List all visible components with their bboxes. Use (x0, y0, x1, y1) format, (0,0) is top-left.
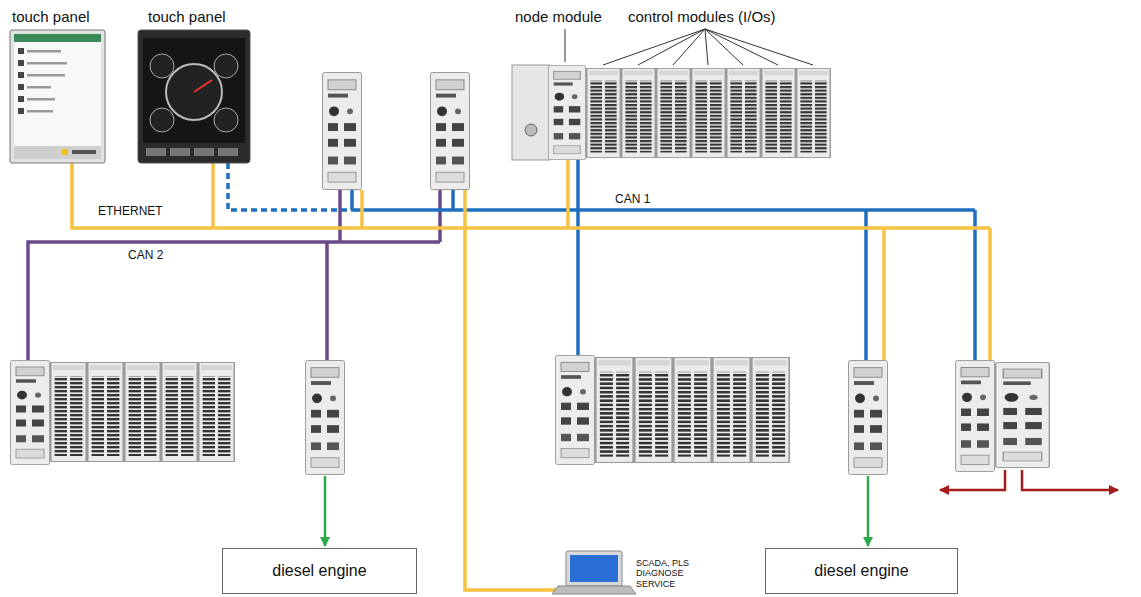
gauge (214, 108, 238, 132)
bus-name: CAN 1 (615, 193, 650, 207)
leader-line (705, 29, 708, 65)
output-arrow (1022, 470, 1118, 490)
can1-wire (973, 210, 977, 360)
callout-label: control modules (I/Os) (628, 8, 776, 25)
node-text: diesel engine (272, 562, 366, 580)
io-module (674, 358, 711, 463)
gauge (150, 108, 174, 132)
io-module (752, 358, 789, 463)
panel-screen (14, 34, 101, 146)
can1-wire (576, 160, 580, 355)
leader-line (638, 29, 705, 65)
engine-link-arrow (324, 476, 327, 546)
output-arrow (940, 470, 1005, 490)
gauge (150, 54, 174, 78)
panel-key (62, 149, 68, 155)
can2-wire (338, 190, 342, 242)
panel-frame (138, 30, 250, 163)
io-module (727, 68, 761, 157)
io-module (51, 363, 86, 462)
ethernet-wire (72, 163, 990, 228)
can1-wire (350, 190, 354, 210)
io-module (762, 68, 796, 157)
engine-link-arrow (867, 476, 870, 546)
leader-line (705, 29, 813, 65)
ethernet-wire (360, 190, 364, 228)
can2-wire (28, 242, 440, 360)
ethernet-wire (988, 228, 992, 360)
io-module (162, 363, 197, 462)
leader-line (673, 29, 705, 65)
panel-footer (14, 146, 101, 159)
callout-label: node module (515, 8, 602, 25)
panel-key (72, 150, 96, 154)
controller-module (306, 360, 345, 474)
io-module (635, 358, 672, 463)
controller-module (956, 360, 995, 471)
gauge-needle (194, 80, 212, 92)
bus-name: ETHERNET (98, 205, 163, 219)
controller-module (323, 72, 362, 189)
leader-lines (565, 29, 813, 65)
device-caption: touch panel (12, 8, 90, 25)
engine-box: diesel engine (765, 548, 958, 594)
io-module (713, 358, 750, 463)
io-module (596, 358, 633, 463)
ethernet-wire (882, 228, 886, 360)
panel-header (14, 34, 101, 42)
io-module (657, 68, 691, 157)
io-module (125, 363, 160, 462)
leader-line (603, 29, 705, 65)
gauge (214, 54, 238, 78)
node-module (548, 65, 585, 159)
panel-buttons (146, 148, 238, 156)
laptop-base (552, 586, 636, 594)
io-module (88, 363, 123, 462)
can1-wire (864, 210, 868, 360)
leader-line (705, 29, 778, 65)
can2-wire (325, 242, 329, 360)
io-module (199, 363, 234, 462)
io-module (622, 68, 656, 157)
panel-menu (18, 48, 67, 114)
can1-wire (352, 208, 975, 212)
leader-line (705, 29, 743, 65)
extension-module (996, 362, 1050, 467)
node-module (556, 355, 595, 464)
bus-name: CAN 2 (128, 249, 163, 263)
power-plate (512, 65, 550, 160)
io-module (692, 68, 726, 157)
panel-frame (10, 30, 105, 163)
node-module (11, 360, 50, 464)
ethernet-wire (211, 163, 215, 228)
node-text: diesel engine (814, 562, 908, 580)
touch-panel-icon (10, 30, 105, 163)
gauge (166, 64, 222, 120)
can2-bus (28, 190, 440, 360)
ethernet-bus (72, 160, 990, 590)
io-module (797, 68, 831, 157)
laptop-icon (552, 551, 636, 594)
ethernet-wire (465, 190, 560, 590)
device-caption: touch panel (148, 8, 226, 25)
touch-panel-icon (138, 30, 250, 163)
can1-wire (451, 190, 455, 210)
controller-module (431, 72, 470, 189)
panel-screen (143, 38, 245, 143)
station-label: SCADA, PLS DIAGNOSE SERVICE (636, 558, 694, 589)
io-module (587, 68, 621, 157)
laptop-lid (566, 551, 622, 586)
can2-wire (438, 190, 442, 242)
engine-box: diesel engine (222, 548, 417, 594)
controller-module (849, 360, 888, 474)
laptop-screen (570, 555, 618, 582)
key-switch (525, 124, 537, 136)
leader-line (565, 29, 566, 62)
ethernet-wire (566, 160, 570, 228)
